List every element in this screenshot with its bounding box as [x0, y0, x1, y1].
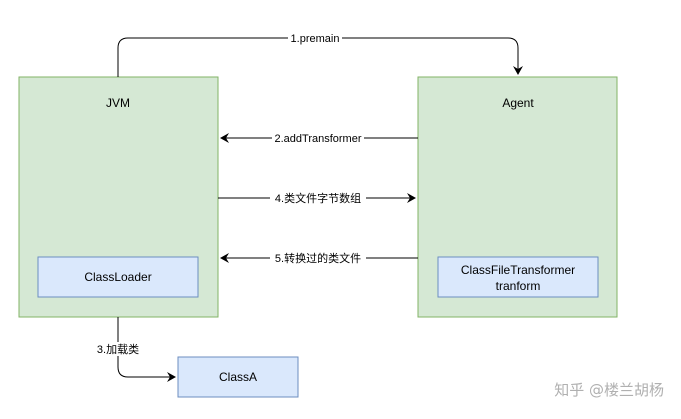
classloader-label: ClassLoader: [84, 270, 151, 284]
edge-load-class-label-bg: [94, 342, 142, 356]
edge-load-class: 3.加载类: [94, 317, 176, 382]
edge-add-transformer-label: 2.addTransformer: [274, 133, 361, 145]
classa-node[interactable]: ClassA: [177, 356, 299, 398]
edge-transformed-class-label: 5.转换过的类文件: [275, 251, 361, 265]
edge-transformed-class: 5.转换过的类文件: [220, 251, 418, 265]
watermark-text: 知乎 @楼兰胡杨: [554, 381, 664, 399]
agent-label: Agent: [502, 96, 534, 110]
edge-add-transformer-label-bg: [272, 131, 364, 145]
jvm-label: JVM: [106, 96, 130, 110]
edge-transformed-class-label-bg: [270, 251, 366, 265]
transformer-box: [437, 256, 599, 298]
edge-premain-label: 1.premain: [291, 33, 340, 45]
classa-label: ClassA: [219, 370, 257, 384]
edge-add-transformer: 2.addTransformer: [220, 131, 418, 145]
edge-premain: 1.premain: [117, 31, 523, 77]
transformer-label-line1: ClassFileTransformer: [461, 263, 575, 277]
classloader-node[interactable]: ClassLoader: [37, 256, 199, 298]
edge-class-bytes: 4.类文件字节数组: [218, 191, 416, 205]
edge-premain-label-bg: [288, 31, 342, 45]
classa-box: [177, 356, 299, 398]
edge-load-class-label: 3.加载类: [97, 342, 139, 356]
classloader-box: [37, 256, 199, 298]
transformer-label-line2: tranform: [496, 279, 541, 293]
edge-class-bytes-label: 4.类文件字节数组: [275, 191, 361, 205]
edge-load-class-line: [117, 317, 176, 382]
transformer-node[interactable]: ClassFileTransformer tranform: [437, 256, 599, 298]
edge-class-bytes-label-bg: [270, 191, 366, 205]
